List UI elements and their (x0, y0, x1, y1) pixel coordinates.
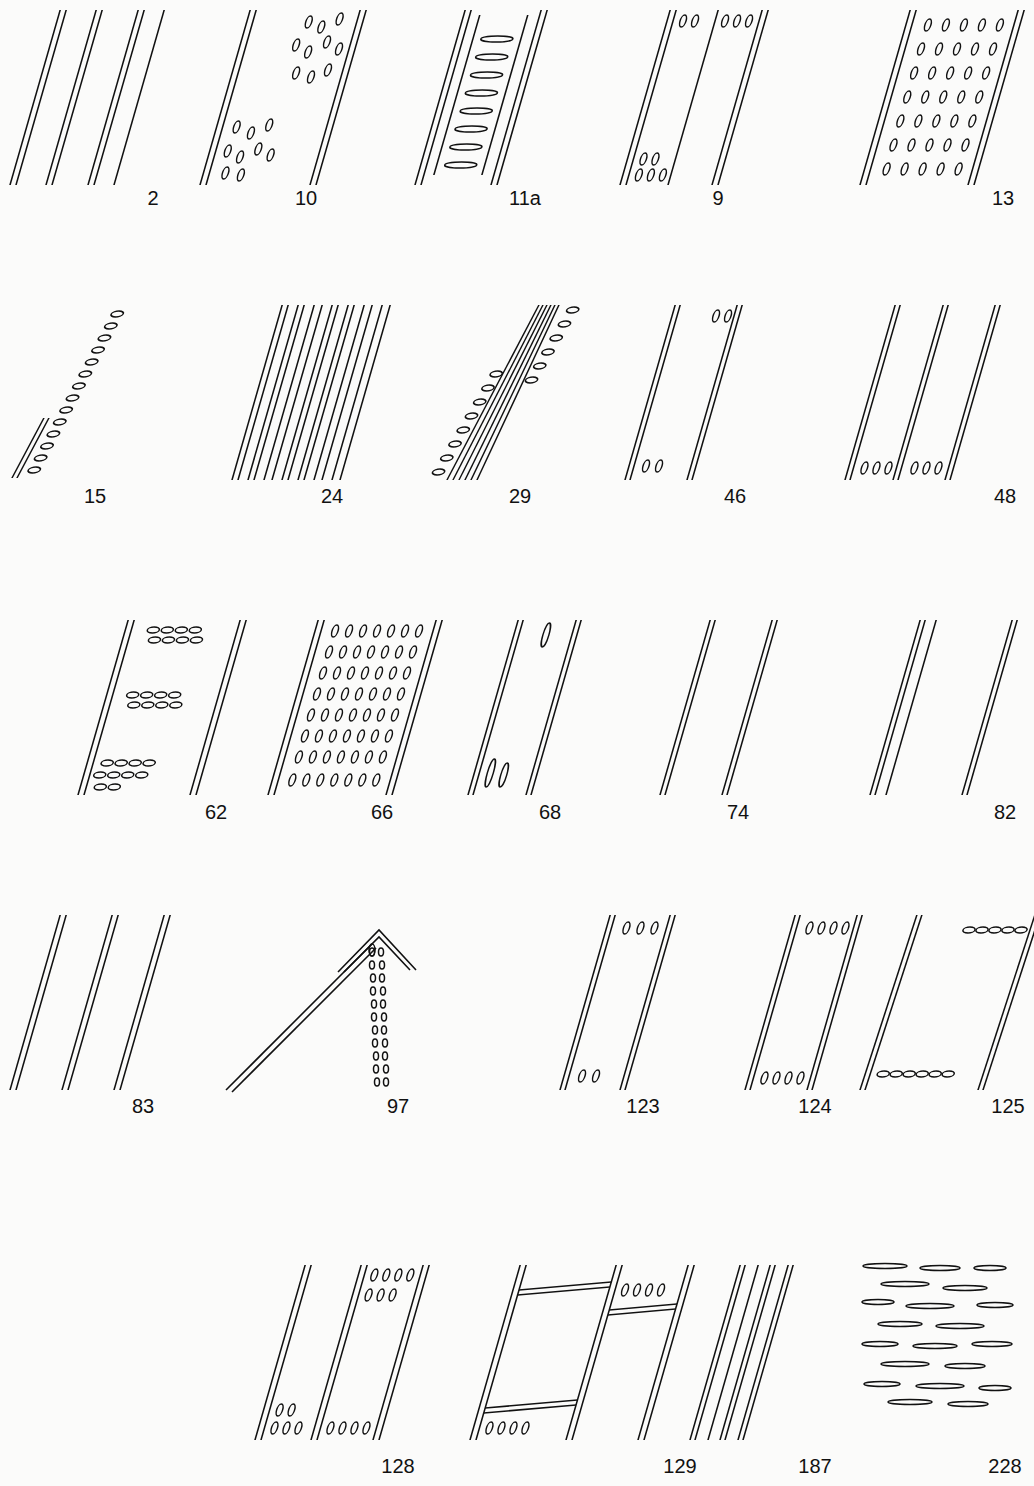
figure-number: 187 (798, 1456, 831, 1476)
figure-number: 124 (798, 1096, 831, 1116)
figure-9 (620, 10, 768, 185)
figure-number: 123 (626, 1096, 659, 1116)
figure-13 (860, 10, 1024, 185)
figure-62 (78, 620, 246, 795)
figure-number: 9 (712, 188, 723, 208)
figure-number: 125 (991, 1096, 1024, 1116)
figure-number: 29 (509, 486, 531, 506)
figure-74 (660, 620, 777, 795)
figure-number: 68 (539, 802, 561, 822)
figure-number: 83 (132, 1096, 154, 1116)
figure-125 (860, 915, 1034, 1090)
figure-number: 15 (84, 486, 106, 506)
figure-129 (470, 1265, 694, 1440)
figure-128 (255, 1265, 429, 1440)
figure-11a (415, 10, 547, 185)
figure-83 (10, 915, 170, 1090)
figure-number: 11a (509, 188, 541, 208)
figure-2 (10, 10, 164, 185)
figure-48 (845, 305, 1000, 480)
figure-number: 97 (387, 1096, 409, 1116)
figure-66 (268, 620, 442, 795)
figure-number: 62 (205, 802, 227, 822)
figure-15 (12, 311, 125, 478)
figure-number: 48 (994, 486, 1016, 506)
figure-82 (870, 620, 1017, 795)
figure-number: 2 (147, 188, 158, 208)
figure-number: 13 (992, 188, 1014, 208)
figure-number: 66 (371, 802, 393, 822)
figure-68 (468, 620, 581, 795)
figure-number: 228 (988, 1456, 1021, 1476)
figure-number: 46 (724, 486, 746, 506)
figure-number: 129 (663, 1456, 696, 1476)
figure-24 (232, 305, 390, 480)
figure-number: 128 (381, 1456, 414, 1476)
figure-124 (745, 915, 862, 1090)
figure-228 (862, 1264, 1013, 1407)
figure-123 (560, 915, 675, 1090)
figure-number: 74 (727, 802, 749, 822)
figure-46 (625, 305, 742, 480)
figure-number: 82 (994, 802, 1016, 822)
figure-97 (226, 930, 416, 1092)
figure-187 (690, 1265, 793, 1440)
figure-10 (200, 10, 366, 185)
figure-29 (429, 305, 581, 480)
figure-number: 10 (295, 188, 317, 208)
figure-number: 24 (321, 486, 343, 506)
